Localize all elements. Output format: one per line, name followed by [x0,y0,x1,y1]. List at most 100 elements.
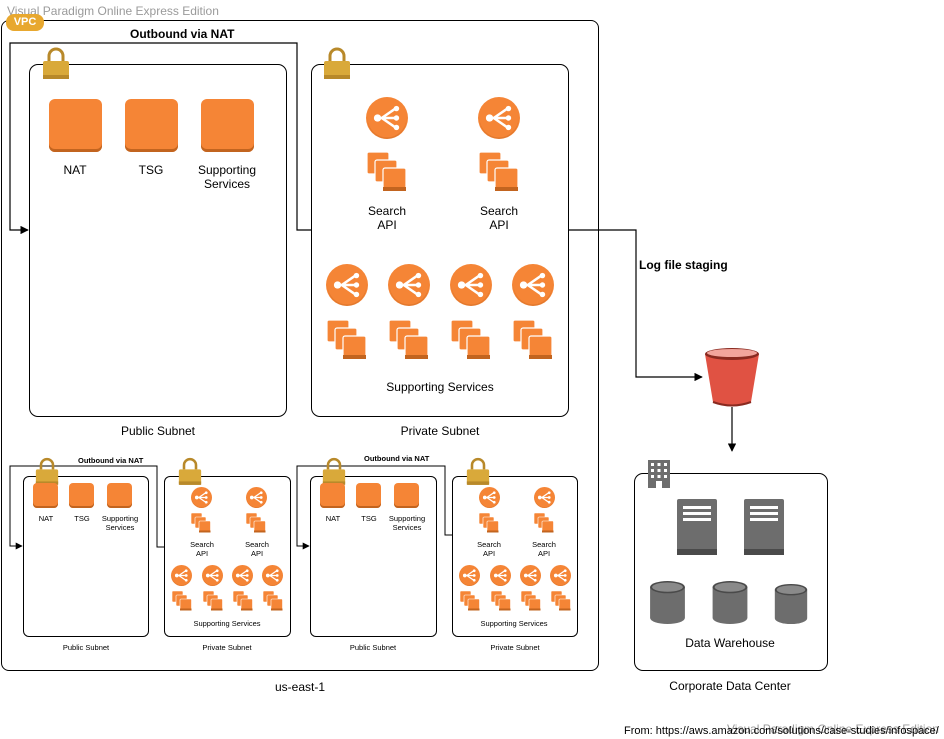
load-balancer-icon [191,487,212,508]
instances-icon [171,590,192,611]
corporate-data-center-label: Corporate Data Center [669,679,791,693]
server-icon [744,499,784,555]
instances-icon [520,590,541,611]
outbound-label: Outbound via NAT [130,27,235,41]
corporate-data-center-box[interactable] [634,473,828,671]
search-api-label: Search API [479,204,519,232]
load-balancer-icon [490,565,511,586]
instances-icon [232,590,253,611]
nat-icon [33,483,58,508]
supporting-services-label: Supporting Services [386,380,494,394]
vpc-badge: VPC [6,14,44,31]
load-balancer-icon [366,97,408,139]
s3-bucket-icon [704,347,760,407]
instances-icon [366,151,407,192]
instances-icon [550,590,571,611]
instances-icon [388,319,429,360]
instances-icon [326,319,367,360]
tsg-icon [69,483,94,508]
building-icon [648,460,670,488]
search-api-label: Search API [477,540,501,558]
search-api-label: Search API [190,540,214,558]
nat-icon [320,483,345,508]
lock-icon [466,457,490,486]
load-balancer-icon [512,264,554,306]
nat-label: NAT [63,163,87,177]
load-balancer-icon [450,264,492,306]
nat-label: NAT [38,514,54,523]
instances-icon [262,590,283,611]
private-subnet-box[interactable] [311,64,569,417]
load-balancer-icon [246,487,267,508]
private-subnet-label: Private Subnet [400,424,480,438]
lock-icon [178,457,202,486]
data-warehouse-label: Data Warehouse [685,636,775,650]
load-balancer-icon [326,264,368,306]
search-api-label: Search API [245,540,269,558]
load-balancer-icon [232,565,253,586]
watermark-top: Visual Paradigm Online Express Edition [7,4,219,18]
load-balancer-icon [262,565,283,586]
supporting-services-label: Supporting Services [480,619,548,628]
search-api-label: Search API [367,204,407,232]
tsg-icon [356,483,381,508]
tsg-label: TSG [361,514,377,523]
outbound-nat-line [9,42,311,235]
tsg-label: TSG [74,514,90,523]
source-text: From: https://aws.amazon.com/solutions/c… [624,725,939,737]
instances-icon [190,512,211,533]
instances-icon [450,319,491,360]
load-balancer-icon [478,97,520,139]
instances-icon [478,512,499,533]
supporting-services-icon [107,483,132,508]
outbound-nat-line-small-2 [296,465,452,550]
instances-icon [533,512,554,533]
instances-icon [478,151,519,192]
outbound-nat-line-small-1 [9,465,164,550]
supporting-services-label: Supporting Services [388,514,426,532]
outbound-label-small-2: Outbound via NAT [364,454,430,463]
database-icon [712,581,748,624]
supporting-services-label: Supporting Services [197,163,257,191]
lock-icon [35,457,59,486]
load-balancer-icon [388,264,430,306]
load-balancer-icon [202,565,223,586]
supporting-services-label: Supporting Services [193,619,261,628]
load-balancer-icon [479,487,500,508]
nat-icon [49,99,102,152]
server-icon [677,499,717,555]
instances-icon [202,590,223,611]
load-balancer-icon [171,565,192,586]
instances-icon [245,512,266,533]
load-balancer-icon [459,565,480,586]
log-staging-label: Log file staging [639,258,728,272]
nat-label: NAT [325,514,341,523]
tsg-icon [125,99,178,152]
region-label: us-east-1 [274,680,326,694]
private-subnet-label: Private Subnet [490,643,540,652]
instances-icon [490,590,511,611]
tsg-label: TSG [138,163,164,177]
watermark-bottom: Visual Paradigm Online Express Edition [727,722,939,736]
public-subnet-label: Public Subnet [62,643,110,652]
supporting-services-label: Supporting Services [101,514,139,532]
log-staging-line [569,229,703,382]
supporting-services-icon [394,483,419,508]
load-balancer-icon [550,565,571,586]
search-api-label: Search API [532,540,556,558]
instances-icon [459,590,480,611]
database-icon [774,584,808,624]
load-balancer-icon [534,487,555,508]
public-subnet-label: Public Subnet [349,643,397,652]
database-icon [650,581,685,624]
lock-icon [323,47,351,80]
supporting-services-icon [201,99,254,152]
outbound-label-small-1: Outbound via NAT [78,456,144,465]
lock-icon [42,47,70,80]
load-balancer-icon [520,565,541,586]
instances-icon [512,319,553,360]
lock-icon [322,457,346,486]
public-subnet-label: Public Subnet [120,424,196,438]
private-subnet-label: Private Subnet [202,643,252,652]
